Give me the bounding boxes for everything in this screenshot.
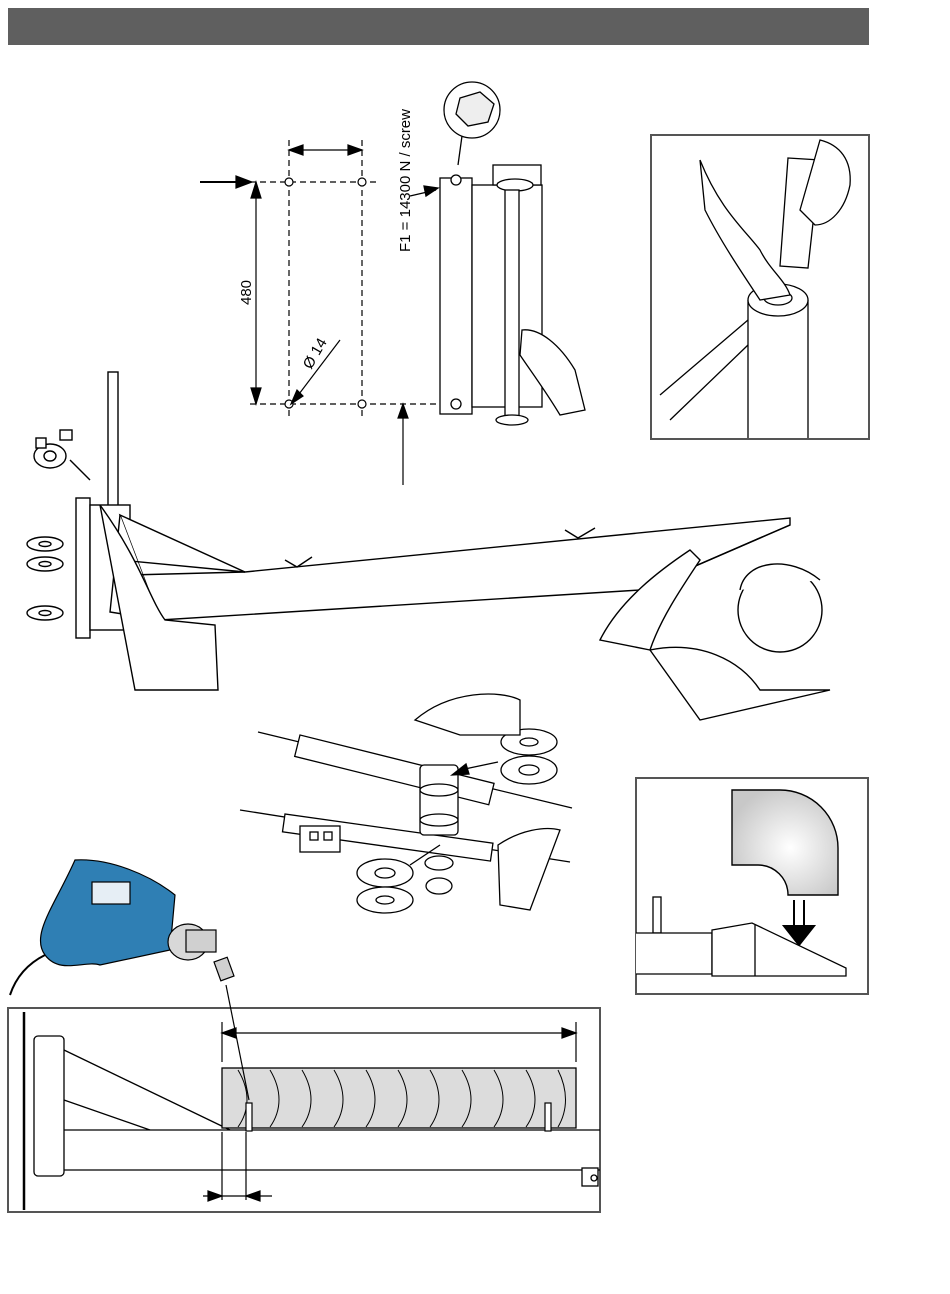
wing-nut-icon bbox=[34, 430, 72, 468]
trolley-bearing-drawing bbox=[240, 694, 572, 913]
cable-profile-panel bbox=[8, 985, 600, 1212]
drill-icon bbox=[10, 860, 234, 995]
wall-bracket-drawing bbox=[410, 82, 585, 425]
force-label: F1 = 14300 N / screw bbox=[397, 109, 414, 252]
hole-marker bbox=[285, 178, 366, 408]
dimension-diameter-label: Ø 14 bbox=[300, 335, 331, 372]
dimension-480-label: 480 bbox=[238, 280, 255, 305]
tightening-panel bbox=[651, 135, 869, 439]
profile-insertion-panel bbox=[636, 778, 868, 994]
washer-icon bbox=[27, 537, 63, 620]
